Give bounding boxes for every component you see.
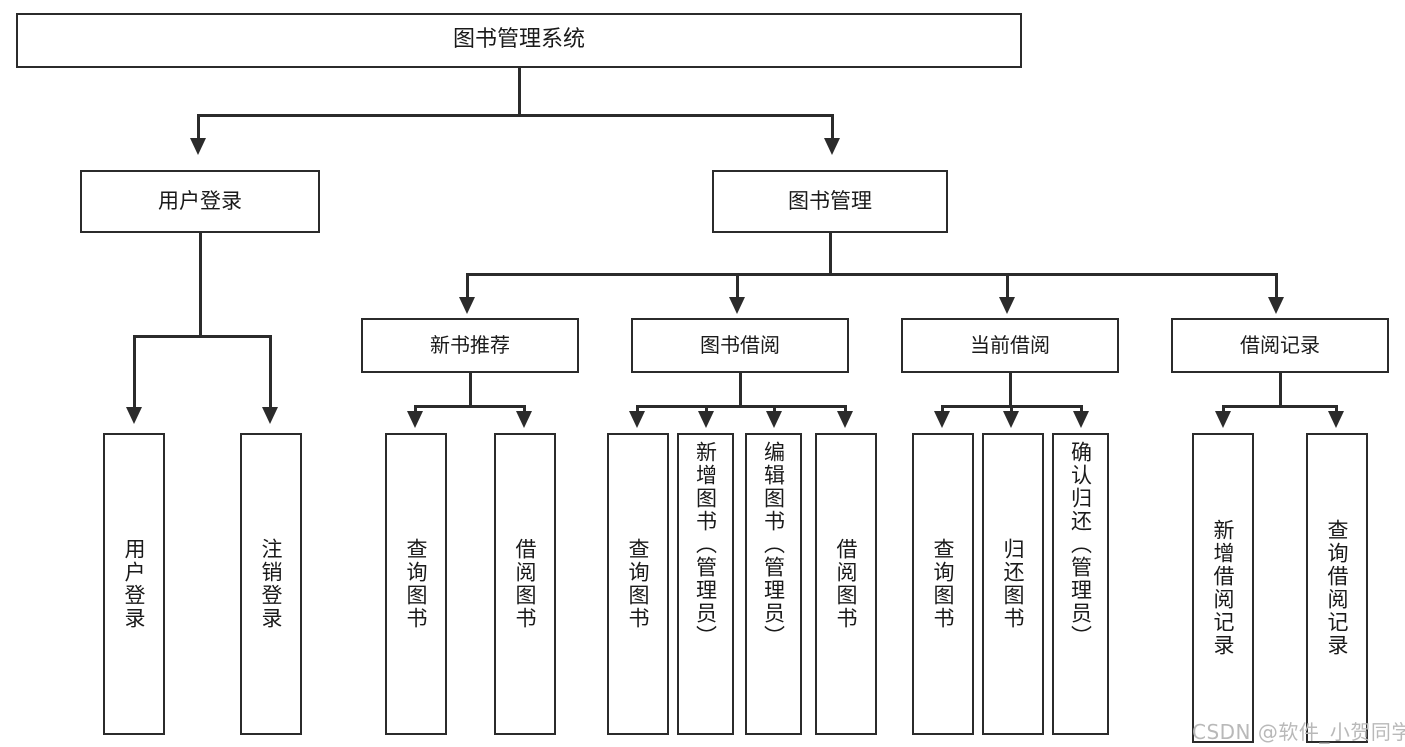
leaf-current-borrow-query-book[interactable]: 查询图书	[912, 433, 974, 735]
connector-cb-to-leaf-0	[941, 405, 944, 413]
node-borrow-record[interactable]: 借阅记录	[1171, 318, 1389, 373]
arrow-cb-to-leaf-1	[1003, 411, 1019, 428]
leaf-current-borrow-confirm-return-admin[interactable]: 确认归还（管理员）	[1052, 433, 1109, 735]
connector-current-borrow-stem	[1009, 373, 1012, 407]
arrow-bb-to-leaf-1	[698, 411, 714, 428]
arrow-cb-to-leaf-0	[934, 411, 950, 428]
connector-user-login-bus	[133, 335, 272, 338]
leaf-label: 查询借阅记录	[1325, 519, 1350, 657]
connector-user-login-stem	[199, 233, 202, 337]
connector-bb-to-leaf-1	[705, 405, 708, 413]
leaf-new-book-query-book[interactable]: 查询图书	[385, 433, 447, 735]
leaf-label: 用户登录	[122, 538, 147, 630]
arrow-root-to-book-management	[824, 138, 840, 155]
connector-new-book-to-leaf-1	[523, 405, 526, 413]
arrow-bm-to-borrow-record	[1268, 297, 1284, 314]
leaf-borrow-record-add-record[interactable]: 新增借阅记录	[1192, 433, 1254, 743]
connector-bm-to-current-borrow	[1006, 273, 1009, 299]
leaf-label: 查询图书	[931, 538, 956, 630]
leaf-label: 借阅图书	[834, 538, 859, 630]
arrow-user-login-to-leaf-0	[126, 407, 142, 424]
connector-br-to-leaf-1	[1335, 405, 1338, 413]
leaf-new-book-borrow-book[interactable]: 借阅图书	[494, 433, 556, 735]
node-user-login[interactable]: 用户登录	[80, 170, 320, 233]
connector-bb-to-leaf-3	[844, 405, 847, 413]
leaf-label: 查询图书	[626, 538, 651, 630]
connector-new-book-to-leaf-0	[414, 405, 417, 413]
connector-root-to-book-management	[831, 114, 834, 140]
node-label: 图书管理	[788, 189, 872, 214]
connector-bm-to-borrow-book	[736, 273, 739, 299]
leaf-borrow-book-add-book-admin[interactable]: 新增图书（管理员）	[677, 433, 734, 735]
connector-new-book-stem	[469, 373, 472, 407]
arrow-bm-to-borrow-book	[729, 297, 745, 314]
connector-root-to-user-login	[197, 114, 200, 140]
node-label: 借阅记录	[1240, 332, 1320, 357]
leaf-label: 编辑图书（管理员）	[761, 441, 786, 648]
node-current-borrow[interactable]: 当前借阅	[901, 318, 1119, 373]
node-label: 新书推荐	[430, 332, 510, 357]
connector-bm-to-new-book	[466, 273, 469, 299]
connector-br-to-leaf-0	[1222, 405, 1225, 413]
leaf-user-login-login[interactable]: 用户登录	[103, 433, 165, 735]
leaf-label: 新增图书（管理员）	[693, 441, 718, 648]
connector-root-stem	[518, 68, 521, 115]
leaf-user-login-logout[interactable]: 注销登录	[240, 433, 302, 735]
node-label: 当前借阅	[970, 332, 1050, 357]
leaf-borrow-book-query-book[interactable]: 查询图书	[607, 433, 669, 735]
leaf-current-borrow-return-book[interactable]: 归还图书	[982, 433, 1044, 735]
arrow-bm-to-new-book	[459, 297, 475, 314]
arrow-root-to-user-login	[190, 138, 206, 155]
arrow-bb-to-leaf-0	[629, 411, 645, 428]
node-label: 图书管理系统	[452, 27, 585, 53]
arrow-bm-to-current-borrow	[999, 297, 1015, 314]
leaf-borrow-book-borrow-book[interactable]: 借阅图书	[815, 433, 877, 735]
node-label: 图书借阅	[700, 332, 780, 357]
arrow-cb-to-leaf-2	[1073, 411, 1089, 428]
leaf-borrow-record-query-record[interactable]: 查询借阅记录	[1306, 433, 1368, 743]
arrow-br-to-leaf-1	[1328, 411, 1344, 428]
arrow-new-book-to-leaf-1	[516, 411, 532, 428]
connector-borrow-record-stem	[1279, 373, 1282, 407]
leaf-borrow-book-edit-book-admin[interactable]: 编辑图书（管理员）	[745, 433, 802, 735]
connector-bb-to-leaf-0	[636, 405, 639, 413]
node-book-management[interactable]: 图书管理	[712, 170, 948, 233]
leaf-label: 查询图书	[404, 538, 429, 630]
connector-user-login-to-leaf-0	[133, 335, 136, 409]
connector-borrow-book-stem	[739, 373, 742, 407]
connector-borrow-record-bus	[1222, 405, 1338, 408]
connector-book-management-stem	[829, 233, 832, 275]
arrow-bb-to-leaf-3	[837, 411, 853, 428]
connector-root-bus	[197, 114, 834, 117]
arrow-bb-to-leaf-2	[766, 411, 782, 428]
arrow-user-login-to-leaf-1	[262, 407, 278, 424]
node-label: 用户登录	[158, 189, 242, 214]
leaf-label: 借阅图书	[513, 538, 538, 630]
arrow-br-to-leaf-0	[1215, 411, 1231, 428]
connector-cb-to-leaf-1	[1010, 405, 1013, 413]
connector-bb-to-leaf-2	[773, 405, 776, 413]
leaf-label: 确认归还（管理员）	[1068, 441, 1093, 648]
node-new-book-recommend[interactable]: 新书推荐	[361, 318, 579, 373]
connector-borrow-book-bus	[636, 405, 847, 408]
arrow-new-book-to-leaf-0	[407, 411, 423, 428]
leaf-label: 新增借阅记录	[1211, 519, 1236, 657]
connector-cb-to-leaf-2	[1080, 405, 1083, 413]
connector-book-management-bus	[466, 273, 1278, 276]
connector-new-book-bus	[414, 405, 526, 408]
leaf-label: 归还图书	[1001, 538, 1026, 630]
connector-bm-to-borrow-record	[1275, 273, 1278, 299]
node-book-borrow[interactable]: 图书借阅	[631, 318, 849, 373]
connector-user-login-to-leaf-1	[269, 335, 272, 409]
node-root-book-management-system[interactable]: 图书管理系统	[16, 13, 1022, 68]
leaf-label: 注销登录	[259, 538, 284, 630]
